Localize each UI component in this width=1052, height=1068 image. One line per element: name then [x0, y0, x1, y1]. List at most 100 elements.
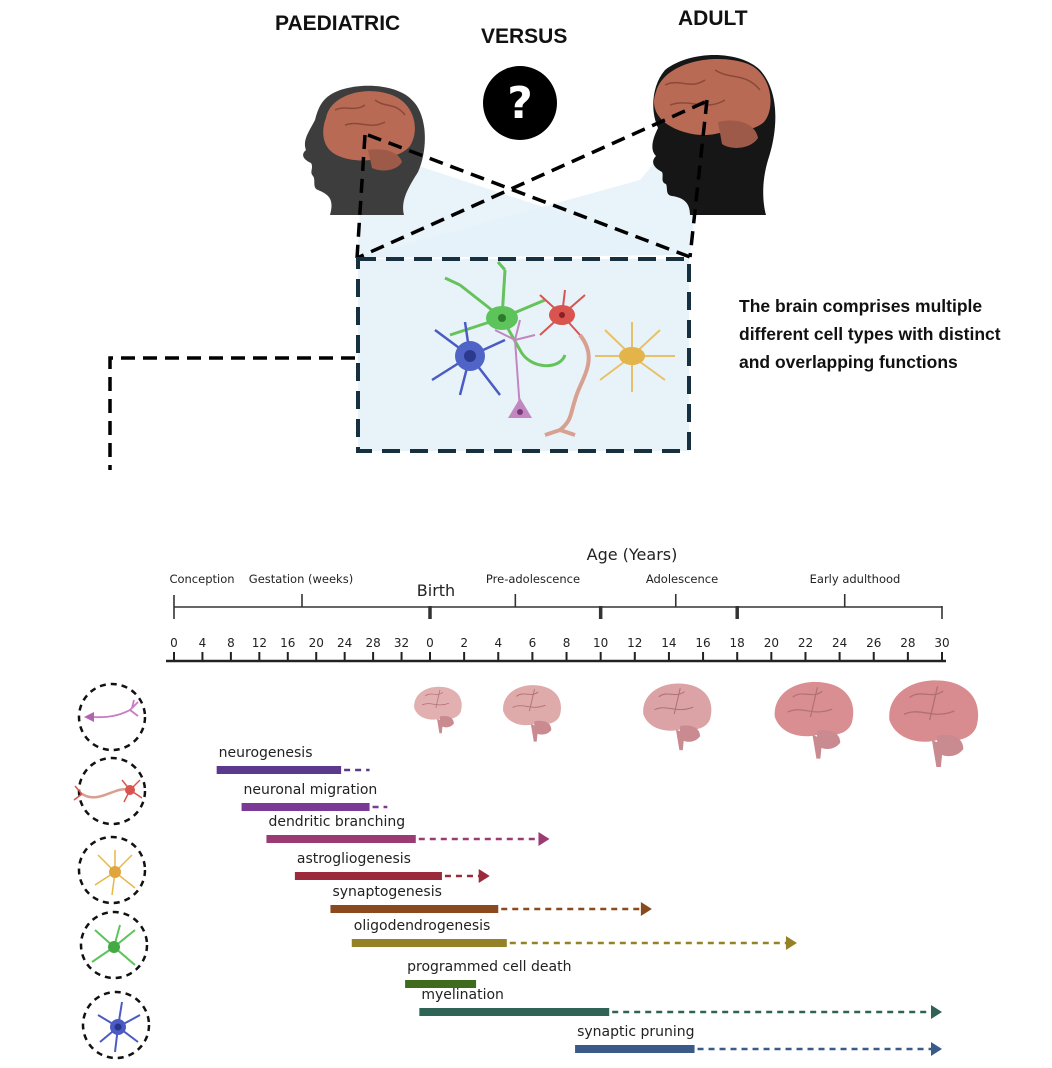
axis-tick-label: 20: [764, 636, 779, 650]
oligodendrocyte-green-icon: [91, 924, 136, 966]
process-arrowhead: [478, 869, 490, 883]
process-label: neurogenesis: [219, 745, 313, 761]
cell-icon-column: [73, 682, 151, 1060]
axis-tick-label: 12: [252, 636, 267, 650]
brain-folds: [787, 687, 833, 718]
period-label: Conception: [169, 572, 234, 586]
question-circle: [483, 66, 557, 140]
axis-tick-label: 28: [900, 636, 915, 650]
caption-line: and overlapping functions: [739, 352, 958, 372]
axis-tick-label: 6: [529, 636, 537, 650]
paediatric-title: PAEDIATRIC: [275, 12, 401, 35]
brain-cerebellum: [439, 715, 454, 728]
cell-icon-ring: [81, 990, 151, 1060]
brain-cerebellum: [679, 725, 701, 742]
brain-cerebellum: [936, 734, 964, 757]
brain-cerebellum: [533, 720, 552, 735]
process-label: myelination: [421, 987, 504, 1003]
brain-hemisphere: [643, 683, 712, 731]
axis-tick-label: 26: [866, 636, 881, 650]
blue-cell-icon: [431, 321, 506, 396]
axis-tick-label: 30: [934, 636, 949, 650]
brain-hemisphere: [503, 685, 561, 726]
process-bar: [330, 905, 499, 913]
brain-stem: [437, 718, 443, 734]
axis-tick-label: 2: [460, 636, 468, 650]
process-label: neuronal migration: [244, 782, 378, 798]
projection-lines: [108, 99, 709, 470]
process-label: oligodendrogenesis: [354, 918, 491, 934]
axis-tick-label: 28: [365, 636, 380, 650]
child-projection-cone: [357, 135, 690, 258]
cell-icon-ring: [77, 682, 147, 752]
process-bar: [216, 766, 342, 774]
axis-tick-label: 4: [494, 636, 502, 650]
brain-stem: [675, 729, 685, 751]
process-bar: [241, 803, 370, 811]
process-bar: [575, 1045, 695, 1053]
brain-growth-icon: [414, 686, 462, 734]
axis-tick-label: 20: [309, 636, 324, 650]
process-arrowhead: [538, 832, 550, 846]
red-cell-icon: [539, 289, 591, 437]
microglia-blue-icon: [97, 1001, 141, 1053]
axis-tick-label: 8: [563, 636, 571, 650]
process-arrowhead: [785, 936, 797, 950]
question-mark-icon: ?: [507, 78, 533, 129]
brain-folds: [654, 688, 694, 715]
svg-text:?: ?: [507, 78, 533, 129]
cell-icon-ring: [77, 835, 147, 905]
brain-folds: [512, 689, 546, 712]
axis-tick-label: 10: [593, 636, 608, 650]
axis-tick-label: 16: [280, 636, 295, 650]
neuron-pink-icon: [84, 699, 139, 722]
process-bar: [351, 939, 507, 947]
process-label: astrogliogenesis: [297, 851, 411, 867]
axis-tick-label: 0: [426, 636, 434, 650]
axis-tick-label: 24: [832, 636, 847, 650]
green-cell-icon: [444, 261, 567, 368]
period-label: Pre-adolescence: [486, 572, 580, 586]
brain-hemisphere: [774, 681, 854, 737]
process-arrowhead: [640, 902, 652, 916]
birth-label: Birth: [417, 581, 455, 600]
period-label: Adolescence: [646, 572, 718, 586]
axis-tick-label: 14: [661, 636, 676, 650]
period-label: Gestation (weeks): [249, 572, 353, 586]
adult-projection-cone: [357, 100, 707, 258]
process-arrowhead: [931, 1005, 942, 1019]
brain-hemisphere: [414, 686, 462, 720]
caption-line: The brain comprises multiple: [739, 296, 983, 316]
process-bar: [266, 835, 416, 843]
cell-icon-ring: [79, 910, 149, 980]
axis-tick-label: 24: [337, 636, 352, 650]
axis-tick-label: 32: [394, 636, 409, 650]
process-bar: [419, 1008, 610, 1016]
brain-comparison-illustration: [108, 55, 776, 470]
brain-hemisphere: [889, 680, 979, 742]
brain-growth-icon: [643, 683, 712, 751]
axis-tick-label: 12: [627, 636, 642, 650]
neuron-red-icon: [73, 779, 143, 803]
astrocyte-yellow-icon: [94, 850, 136, 896]
axis-tick-label: 16: [695, 636, 710, 650]
process-label: dendritic branching: [268, 814, 405, 830]
yellow-cell-icon: [595, 322, 675, 392]
process-label: programmed cell death: [407, 959, 571, 975]
cell-cluster-illustration: [431, 261, 675, 437]
process-label: synaptogenesis: [332, 884, 441, 900]
axis-tick-label: 0: [170, 636, 178, 650]
brain-folds: [421, 689, 450, 709]
brain-stem: [812, 734, 823, 759]
axis-tick-label: 8: [227, 636, 235, 650]
process-bar: [294, 872, 442, 880]
brain-stem: [530, 724, 539, 742]
brain-growth-icon: [889, 680, 979, 768]
axis-tick-label: 22: [798, 636, 813, 650]
process-arrowhead: [931, 1042, 942, 1056]
process-bar: [405, 980, 477, 988]
brain-stem: [931, 740, 944, 768]
brain-folds: [903, 686, 955, 721]
cell-types-caption: The brain comprises multiple different c…: [739, 292, 1001, 376]
